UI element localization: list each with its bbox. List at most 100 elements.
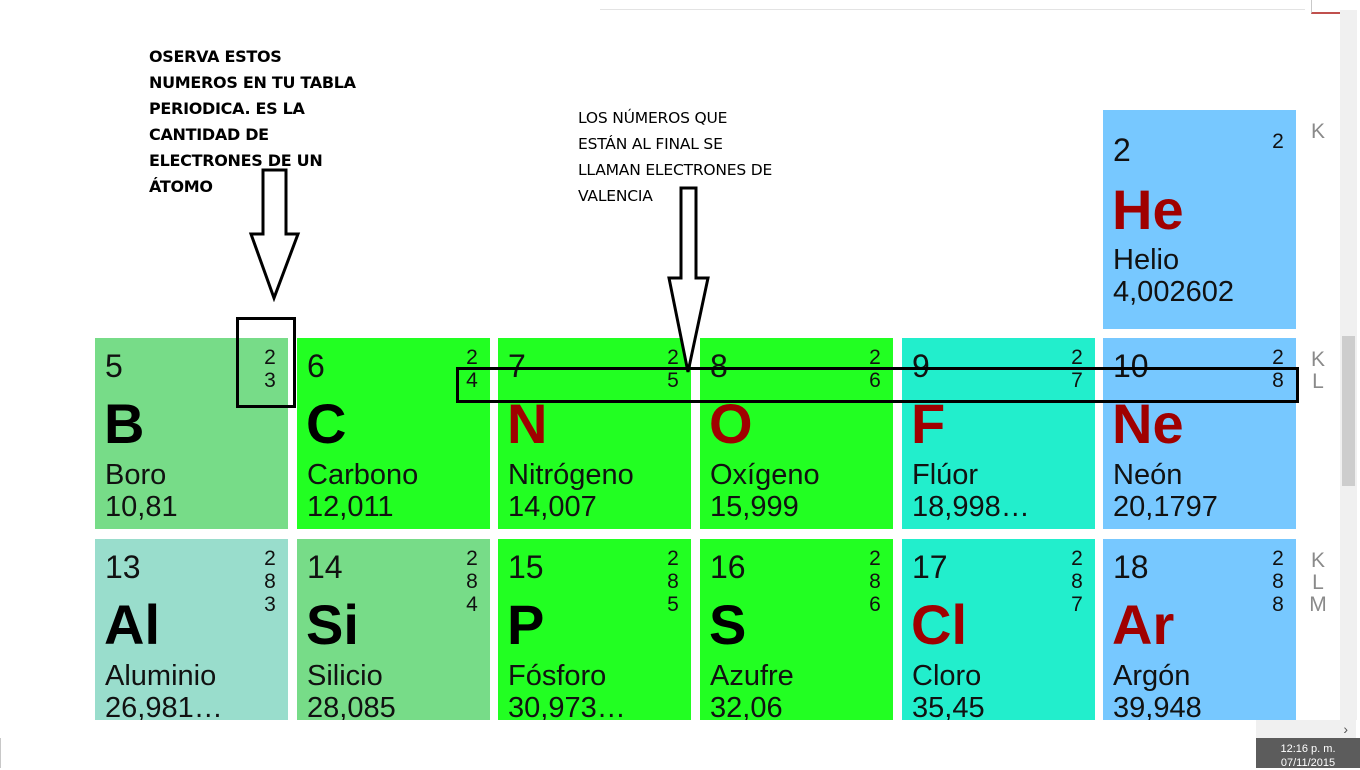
element-symbol: N <box>507 392 548 455</box>
electron-shells: 2 8 5 <box>663 547 683 616</box>
element-name: Boro <box>105 459 167 491</box>
shell-label: L <box>1312 370 1324 393</box>
shell-count: 8 <box>667 570 679 593</box>
annotation-valence-electrons: LOS NÚMEROS QUE ESTÁN AL FINAL SE LLAMAN… <box>578 105 813 209</box>
shell-count: 6 <box>869 593 881 616</box>
atomic-mass: 15,999 <box>710 491 799 523</box>
element-cell-boron[interactable]: 5 2 3 B Boro 10,81 <box>95 338 288 529</box>
shell-count: 2 <box>1272 130 1284 153</box>
shell-labels-period-2: K L <box>1306 349 1330 393</box>
shell-count: 8 <box>1272 593 1284 616</box>
shell-count: 7 <box>1071 369 1083 392</box>
atomic-number: 6 <box>307 348 325 384</box>
shell-count: 2 <box>264 346 276 369</box>
element-name: Neón <box>1113 459 1183 491</box>
shell-count: 5 <box>667 593 679 616</box>
electron-shells: 2 8 7 <box>1067 547 1087 616</box>
element-name: Oxígeno <box>710 459 820 491</box>
atomic-mass: 4,002602 <box>1113 276 1234 308</box>
annotation-line: LOS NÚMEROS QUE <box>578 109 728 127</box>
shell-count: 8 <box>869 570 881 593</box>
window-top-edge <box>600 9 1305 10</box>
atomic-number: 5 <box>105 348 123 384</box>
element-symbol: He <box>1112 178 1184 241</box>
atomic-number: 15 <box>508 549 544 585</box>
element-cell-phosphorus[interactable]: 15 2 8 5 P Fósforo 30,973… <box>498 539 691 720</box>
taskbar-clock[interactable]: 12:16 p. m. 07/11/2015 <box>1256 738 1360 769</box>
element-symbol: P <box>507 593 545 656</box>
shell-count: 8 <box>466 570 478 593</box>
element-name: Fósforo <box>508 660 607 692</box>
shell-count: 8 <box>264 570 276 593</box>
annotation-line: CANTIDAD DE <box>149 125 269 144</box>
shell-count: 2 <box>667 547 679 570</box>
shell-count: 2 <box>869 547 881 570</box>
annotation-line: VALENCIA <box>578 187 653 205</box>
shell-labels-period-3: K L M <box>1306 550 1330 616</box>
atomic-mass: 26,981… <box>105 692 223 720</box>
element-symbol: Ne <box>1112 392 1184 455</box>
shell-count: 2 <box>1071 346 1083 369</box>
electron-shells: 2 5 <box>663 346 683 392</box>
atomic-number: 9 <box>912 348 930 384</box>
clock-date: 07/11/2015 <box>1280 757 1336 769</box>
scroll-right-arrow-icon[interactable]: › <box>1343 721 1348 737</box>
highlight-box-boron-shells <box>236 317 296 408</box>
shell-label: M <box>1309 593 1327 616</box>
shell-count: 2 <box>466 346 478 369</box>
clock-time: 12:16 p. m. <box>1280 743 1336 755</box>
atomic-number: 8 <box>710 348 728 384</box>
atomic-number: 13 <box>105 549 141 585</box>
atomic-mass: 35,45 <box>912 692 985 720</box>
element-symbol: S <box>709 593 747 656</box>
shell-count: 6 <box>869 369 881 392</box>
atomic-mass: 28,085 <box>307 692 396 720</box>
shell-labels-period-1: K <box>1306 121 1330 143</box>
element-name: Argón <box>1113 660 1191 692</box>
shell-label: K <box>1310 348 1325 371</box>
element-symbol: F <box>911 392 946 455</box>
atomic-mass: 12,011 <box>307 491 394 523</box>
element-name: Cloro <box>912 660 982 692</box>
electron-shells: 2 4 <box>462 346 482 392</box>
horizontal-scrollbar[interactable]: › <box>1256 720 1356 738</box>
shell-count: 8 <box>1071 570 1083 593</box>
electron-shells: 2 3 <box>260 346 280 392</box>
highlight-box-valence-row <box>456 367 1299 403</box>
atomic-mass: 20,1797 <box>1113 491 1218 523</box>
shell-count: 8 <box>1272 570 1284 593</box>
shell-count: 2 <box>869 346 881 369</box>
element-name: Carbono <box>307 459 419 491</box>
element-cell-sulfur[interactable]: 16 2 8 6 S Azufre 32,06 <box>700 539 893 720</box>
element-cell-silicon[interactable]: 14 2 8 4 Si Silicio 28,085 <box>297 539 490 720</box>
shell-count: 2 <box>466 547 478 570</box>
shell-label: L <box>1312 571 1324 594</box>
atomic-number: 14 <box>307 549 343 585</box>
shell-count: 5 <box>667 369 679 392</box>
atomic-number: 18 <box>1113 549 1149 585</box>
electron-shells: 2 8 3 <box>260 547 280 616</box>
atomic-number: 10 <box>1113 348 1149 384</box>
element-cell-helium[interactable]: 2 2 He Helio 4,002602 <box>1103 110 1296 329</box>
element-cell-argon[interactable]: 18 2 8 8 Ar Argón 39,948 <box>1103 539 1296 720</box>
vertical-scrollbar-thumb[interactable] <box>1342 336 1355 486</box>
arrow-down-icon <box>667 186 710 373</box>
element-symbol: Ar <box>1112 593 1175 656</box>
element-symbol: Cl <box>911 593 967 656</box>
atomic-mass: 39,948 <box>1113 692 1202 720</box>
element-cell-aluminium[interactable]: 13 2 8 3 Al Aluminio 26,981… <box>95 539 288 720</box>
element-name: Aluminio <box>105 660 217 692</box>
shell-count: 7 <box>1071 593 1083 616</box>
shell-label: K <box>1310 120 1325 143</box>
shell-count: 4 <box>466 593 478 616</box>
electron-shells: 2 8 8 <box>1268 547 1288 616</box>
shell-count: 2 <box>1272 547 1284 570</box>
annotation-line: PERIODICA. ES LA <box>149 99 305 118</box>
window-left-edge <box>0 738 1 768</box>
electron-shells: 2 6 <box>865 346 885 392</box>
atomic-mass: 32,06 <box>710 692 783 720</box>
shell-label: K <box>1310 549 1325 572</box>
element-symbol: B <box>104 392 145 455</box>
element-cell-chlorine[interactable]: 17 2 8 7 Cl Cloro 35,45 <box>902 539 1095 720</box>
element-symbol: C <box>306 392 347 455</box>
